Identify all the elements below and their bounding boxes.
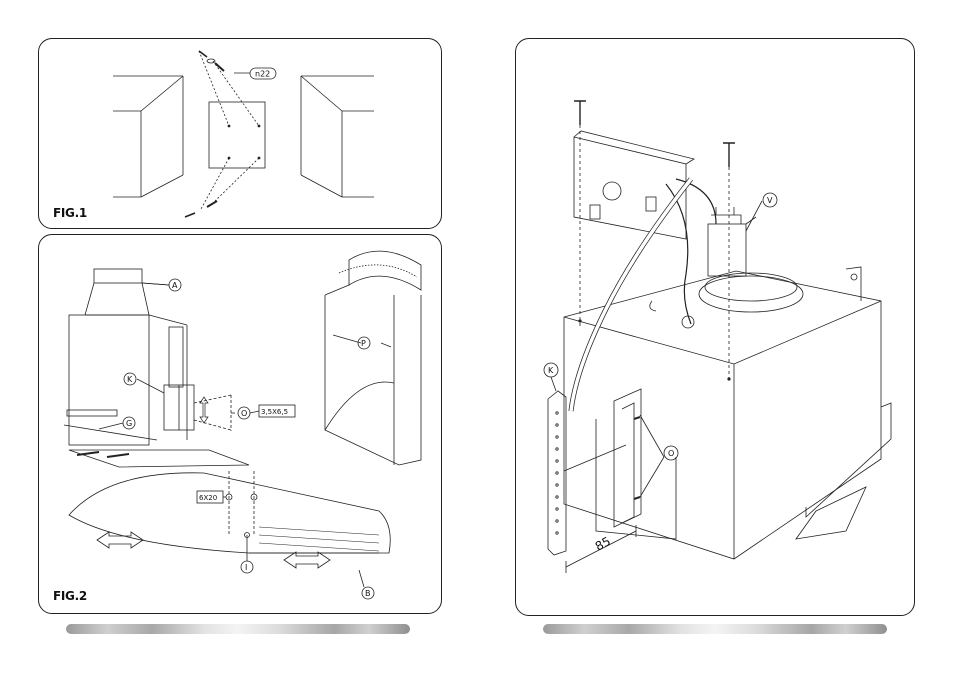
footer-gradient-bar-right (543, 624, 887, 634)
label-v: V (767, 196, 773, 205)
screw-spec-small: 3,5X6,5 (261, 408, 288, 416)
screw-spec-large: 6X20 (199, 494, 217, 502)
figure-1-title: FIG.1 (53, 206, 87, 220)
figure-1-panel: n22 FIG.1 (38, 38, 442, 229)
label-g: G (126, 419, 132, 428)
hood-assembly-diagram: A K O G P I B 3,5X6,5 6X20 (39, 235, 441, 613)
label-o: O (668, 449, 674, 458)
footer-gradient-bar-left (66, 624, 410, 634)
label-o: O (241, 409, 247, 418)
motor-housing-diagram: V K O 85 (516, 39, 914, 615)
label-n22: n22 (255, 70, 270, 79)
label-k: K (127, 375, 133, 384)
figure-3-panel: V K O 85 (515, 38, 915, 616)
label-b: B (365, 589, 371, 598)
label-p: P (361, 339, 366, 348)
wall-mounting-diagram: n22 (39, 39, 441, 228)
label-i: I (245, 563, 247, 572)
figure-2-title: FIG.2 (53, 589, 87, 603)
figure-2-panel: A K O G P I B 3,5X6,5 6X20 FIG.2 (38, 234, 442, 614)
label-a: A (172, 281, 178, 290)
label-k: K (548, 366, 554, 375)
dimension-85: 85 (593, 534, 613, 554)
